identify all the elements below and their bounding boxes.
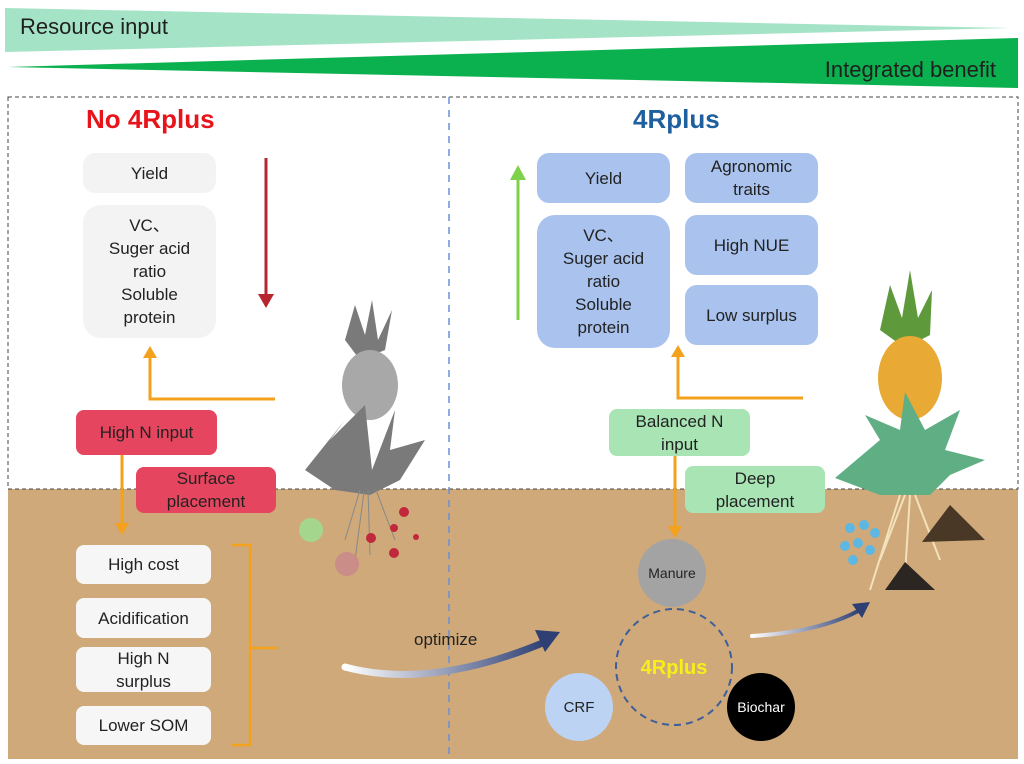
left-outcome-yield: Yield: [83, 153, 216, 193]
problem-high-n-surplus: High N surplus: [76, 647, 211, 692]
resource-input-wedge: [5, 8, 1010, 52]
no-4rplus-title: No 4Rplus: [86, 104, 215, 134]
4rplus-center-label: 4Rplus: [640, 657, 708, 679]
manure-circle: Manure: [638, 539, 706, 607]
problem-lower-som: Lower SOM: [76, 706, 211, 745]
surface-placement-box: Surface placement: [136, 467, 276, 513]
right-outcome-agronomic-traits: Agronomic traits: [685, 153, 818, 203]
problem-acidification: Acidification: [76, 598, 211, 638]
crf-circle: CRF: [545, 673, 613, 741]
left-outcome-quality: VC、 Suger acid ratio Soluble protein: [83, 205, 216, 338]
balanced-n-input-box: Balanced N input: [609, 409, 750, 456]
optimize-label: optimize: [414, 630, 478, 649]
resource-input-label: Resource input: [20, 14, 168, 39]
right-outcome-quality: VC、 Suger acid ratio Soluble protein: [537, 215, 670, 348]
integrated-benefit-wedge: [8, 38, 1018, 88]
right-outcome-high-nue: High NUE: [685, 215, 818, 275]
right-outcome-low-surplus: Low surplus: [685, 285, 818, 345]
right-outcome-yield: Yield: [537, 153, 670, 203]
4rplus-title: 4Rplus: [633, 104, 720, 134]
integrated-benefit-label: Integrated benefit: [824, 57, 996, 82]
problem-high-cost: High cost: [76, 545, 211, 584]
biochar-circle: Biochar: [727, 673, 795, 741]
high-n-input-box: High N input: [76, 410, 217, 455]
banner-wedges: [5, 8, 1018, 88]
deep-placement-box: Deep placement: [685, 466, 825, 513]
